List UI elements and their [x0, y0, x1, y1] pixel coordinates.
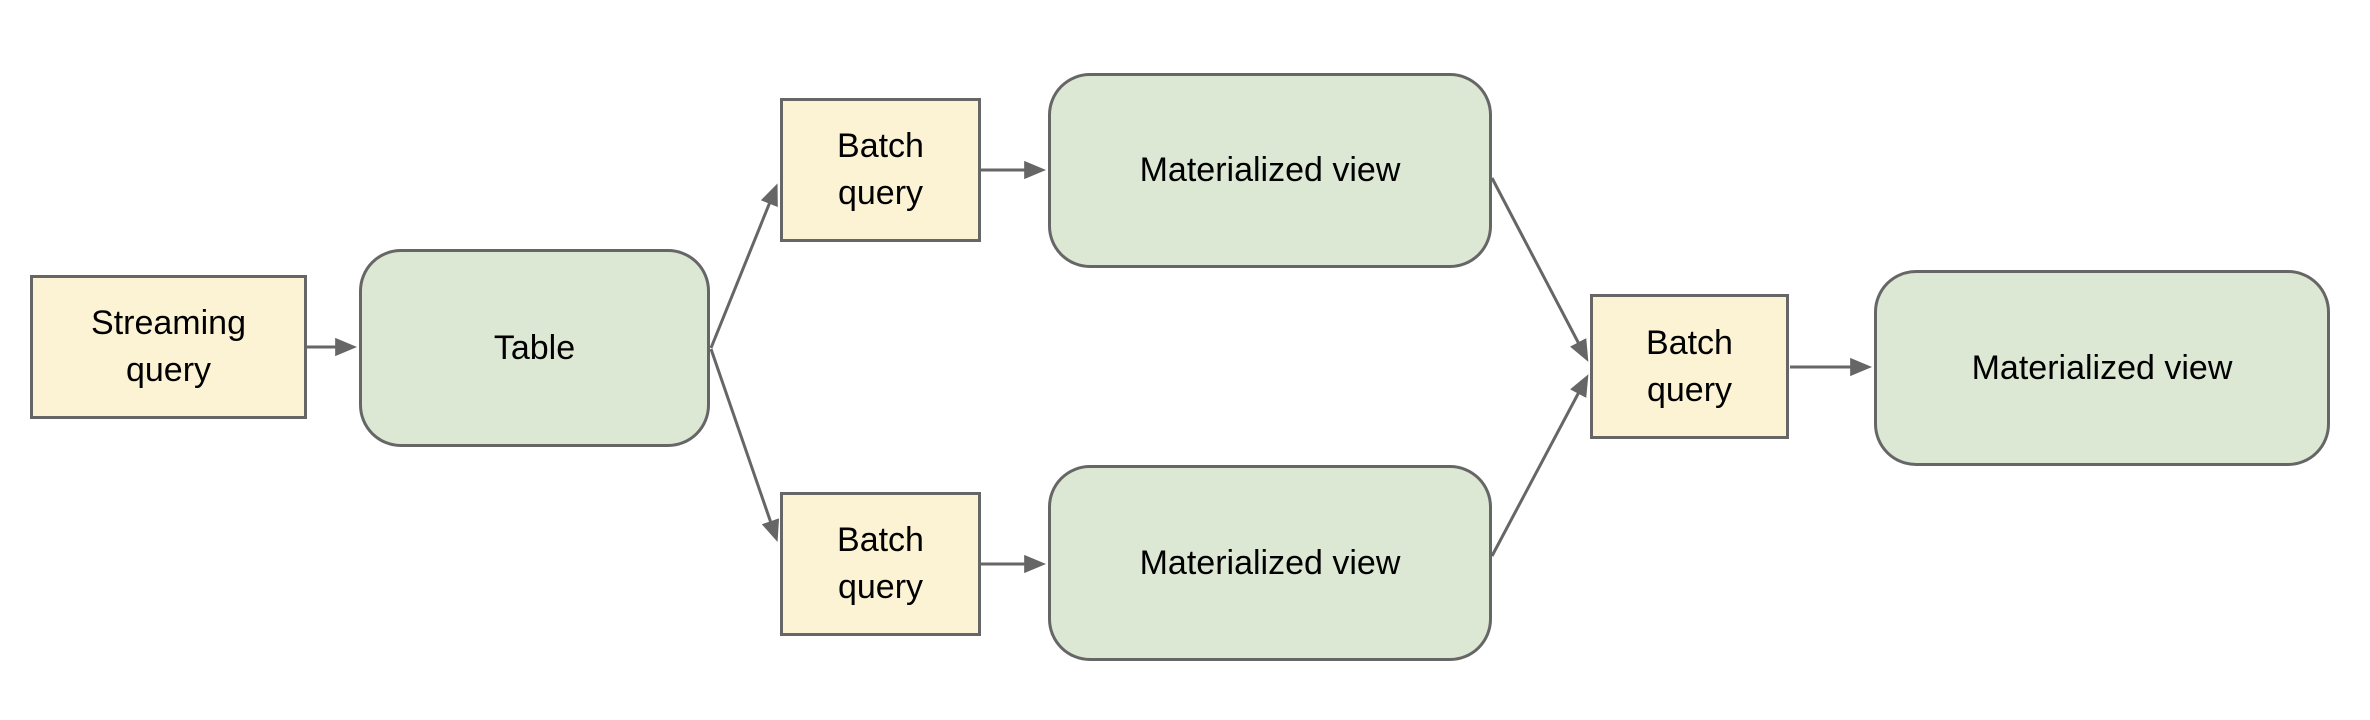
- node-materialized-view-final: Materialized view: [1874, 270, 2330, 466]
- node-table: Table: [359, 249, 710, 447]
- node-batch-query-bottom: Batch query: [780, 492, 981, 636]
- node-streaming-query-label: Streaming query: [91, 304, 246, 389]
- node-table-label: Table: [493, 328, 576, 367]
- arrow-materialized-view-top-to-batch-query-merge: [1490, 177, 1589, 362]
- node-materialized-view-bottom-label: Materialized view: [1139, 543, 1401, 582]
- node-materialized-view-top-label: Materialized view: [1139, 151, 1401, 189]
- node-batch-query-merge-label: Batch query: [1646, 323, 1733, 409]
- node-materialized-view-final-label: Materialized view: [1971, 348, 2233, 387]
- node-batch-query-top-label: Batch query: [837, 127, 924, 212]
- node-streaming-query: Streaming query: [30, 275, 307, 419]
- arrow-materialized-view-bottom-to-batch-query-merge: [1490, 374, 1589, 557]
- node-batch-query-merge: Batch query: [1590, 294, 1789, 439]
- arrow-table-to-batch-query-top: [709, 183, 778, 349]
- arrow-table-to-batch-query-bottom: [709, 348, 780, 543]
- node-materialized-view-bottom: Materialized view: [1048, 465, 1492, 661]
- node-batch-query-bottom-label: Batch query: [837, 521, 924, 606]
- node-batch-query-top: Batch query: [780, 98, 981, 242]
- node-materialized-view-top: Materialized view: [1048, 73, 1492, 268]
